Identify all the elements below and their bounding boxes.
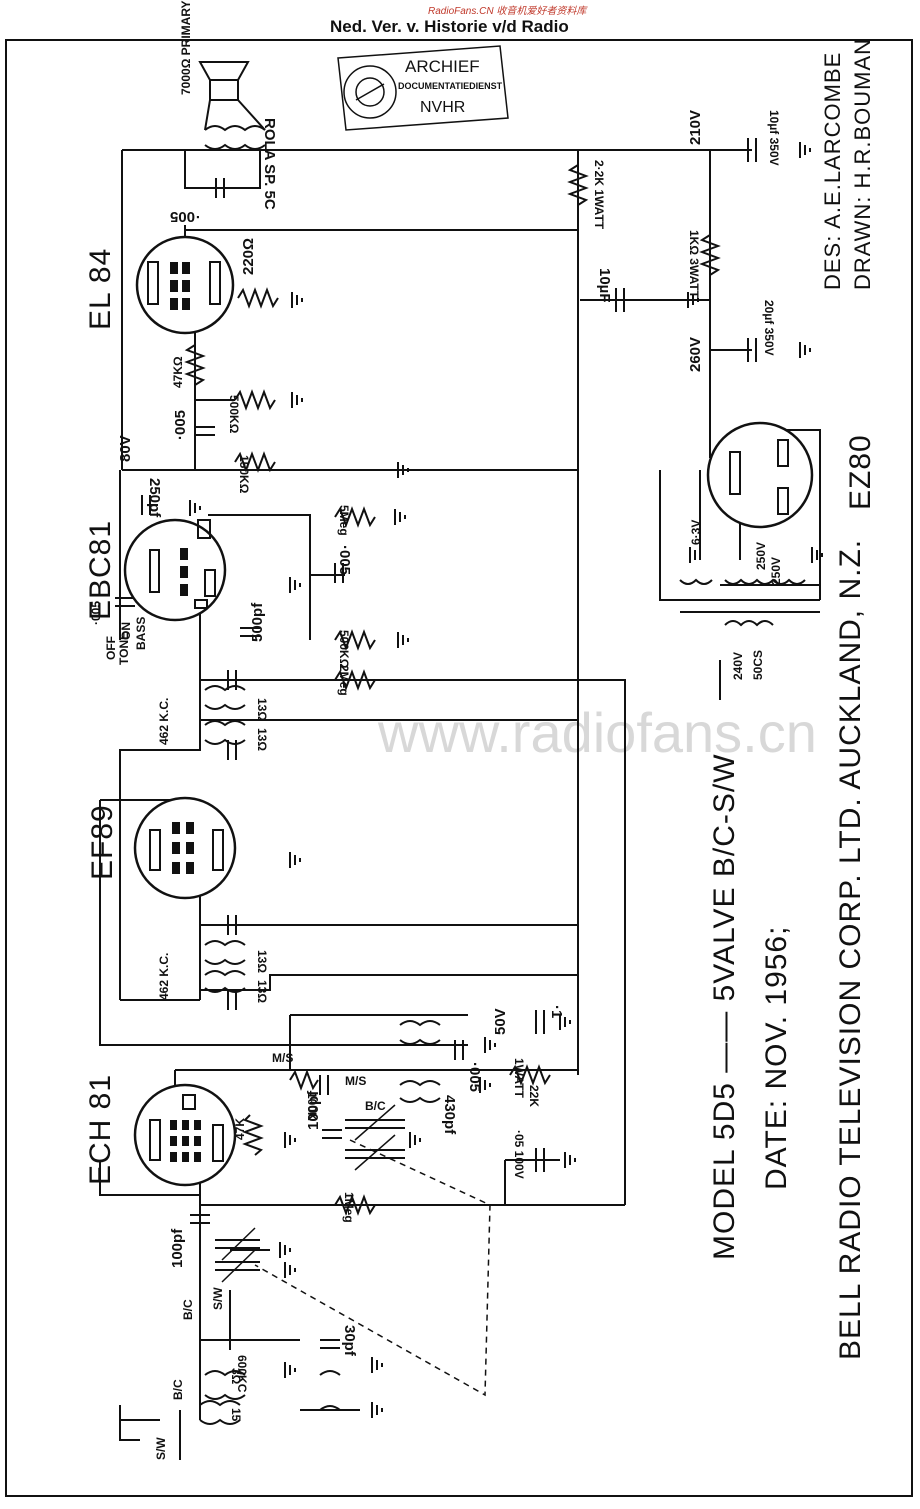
designer-credit: DES: A.E.LARCOMBE xyxy=(820,52,845,290)
v240-label: 240V xyxy=(731,652,745,680)
stamp-line2: DOCUMENTATIEDIENST xyxy=(398,81,503,91)
if2-label: 462 K.C. xyxy=(157,953,171,1000)
r1k-label: 1KΩ 3WATT xyxy=(687,230,701,299)
out-cap-label: ·005 xyxy=(170,208,200,225)
c10uf350-label: 10µf 350V xyxy=(767,110,781,166)
site-watermark: www.radiofans.cn xyxy=(377,701,817,764)
r22k-osc-label: 22K xyxy=(527,1085,541,1107)
sw-ant-label: S/W xyxy=(154,1437,168,1460)
v260-label: 260V xyxy=(687,337,704,372)
l13d-label: 13Ω xyxy=(255,980,269,1003)
r22k-label: 2·2K 1WATT xyxy=(592,160,606,230)
r2meg-label: 2Meg xyxy=(337,665,351,696)
l13c-label: 13Ω xyxy=(255,950,269,973)
ebc81-label: EBC81 xyxy=(84,520,117,620)
c005-osc-label: ·005 xyxy=(466,1062,483,1092)
ech81-label: ECH 81 xyxy=(84,1074,117,1185)
el84-label: EL 84 xyxy=(84,248,117,330)
r500k-vol-label: 500KΩ xyxy=(337,630,351,669)
v63-label: 6·3V xyxy=(689,520,703,545)
model-title: MODEL 5D5 —— 5VALVE B/C-S/W xyxy=(708,753,741,1260)
c100k-label: 100K xyxy=(305,1092,319,1121)
speaker-name: ROLA SP. 5C xyxy=(261,118,278,210)
bc-ant-label: B/C xyxy=(171,1379,185,1400)
c1-label: ·1 xyxy=(548,1005,565,1018)
c20uf350-label: 20µf 350V xyxy=(762,300,776,356)
c500pf-label: 500pf xyxy=(249,602,266,642)
c430pf-label: 430pf xyxy=(441,1095,458,1135)
variable-capacitors xyxy=(215,1104,405,1283)
archive-stamp: ARCHIEF DOCUMENTATIEDIENST NVHR xyxy=(337,45,509,131)
resistors xyxy=(184,164,721,1216)
valve-ech81 xyxy=(133,1083,237,1187)
stamp-line1: ARCHIEF xyxy=(405,57,480,76)
primary-label: 7000Ω PRIMARY xyxy=(179,0,193,95)
valve-el84 xyxy=(135,225,235,335)
c005-grid-label: ·005 xyxy=(172,410,189,440)
r47k2-label: 47K xyxy=(233,1118,247,1140)
archive-header: Ned. Ver. v. Historie v/d Radio xyxy=(330,17,569,36)
speaker xyxy=(198,61,266,131)
c250pf-label: 250pf xyxy=(146,478,163,518)
ez80-label: EZ80 xyxy=(844,434,877,510)
valve-ef89 xyxy=(133,796,237,900)
r500k-label: 500KΩ xyxy=(227,395,241,434)
valve-ez80 xyxy=(706,421,814,529)
tone-on: ON xyxy=(119,622,133,640)
c30pf-label: 30pf xyxy=(341,1325,358,1357)
v50-label: 50V xyxy=(492,1008,509,1035)
drawn-credit: DRAWN: H.R.BOUMAN xyxy=(850,38,875,290)
c005b-label: ·005 xyxy=(89,601,103,625)
c100pf-in-label: 100pf xyxy=(169,1228,186,1268)
r220-label: 220Ω xyxy=(240,238,257,275)
v250b-label: 250V xyxy=(769,557,783,585)
component-labels: ROLA SP. 5C 7000Ω PRIMARY ·005 2·2K 1WAT… xyxy=(89,0,783,1460)
stamp-line3: NVHR xyxy=(420,99,465,116)
tone-off: OFF xyxy=(104,636,118,660)
c005-tone-label: ·005 xyxy=(336,545,353,575)
ms1-label: M/S xyxy=(272,1051,293,1065)
bc-sw-label: B/C xyxy=(181,1299,195,1320)
ef89-label: EF89 xyxy=(86,804,119,880)
ground-symbols xyxy=(189,142,823,1418)
c600k-label: 600KC xyxy=(235,1355,249,1393)
v250a-label: 250V xyxy=(754,542,768,570)
v210-label: 210V xyxy=(687,110,704,145)
tone-label: TONE xyxy=(117,632,131,665)
source-watermark: RadioFans.CN 收音机爱好者资料库 xyxy=(428,5,588,17)
r47k-label: 47KΩ xyxy=(171,356,185,388)
n15-label: 15 xyxy=(229,1408,243,1422)
r5meg-label: 5Meg xyxy=(337,505,351,536)
date-title: DATE: NOV. 1956; xyxy=(760,926,793,1190)
c100pf-label: 100pf xyxy=(305,1090,322,1130)
sw-sw-label: S/W xyxy=(211,1287,225,1310)
border-frame xyxy=(5,39,913,1497)
l13a-label: 13Ω xyxy=(255,698,269,721)
if1-label: 462 K.C. xyxy=(157,698,171,745)
bass-label: BASS xyxy=(134,617,148,650)
company-title: BELL RADIO TELEVISION CORP. LTD. AUCKLAN… xyxy=(834,539,867,1360)
v80-label: 80V xyxy=(117,435,134,462)
r150k-label: 150KΩ xyxy=(237,455,251,494)
n3-label: 3Ω xyxy=(229,1368,243,1385)
ms2-label: M/S xyxy=(345,1074,366,1088)
l13b-label: 13Ω xyxy=(255,728,269,751)
coils xyxy=(199,125,820,1425)
bc-label: B/C xyxy=(365,1099,386,1113)
c05-label: ·05 100V xyxy=(512,1130,526,1179)
r1meg-label: 1Meg xyxy=(342,1192,356,1223)
c10uf-label: 10µF xyxy=(596,268,613,303)
hz50-label: 50CS xyxy=(751,650,765,680)
valve-ebc81 xyxy=(123,518,227,622)
iwatt-label: 1WATT xyxy=(512,1058,526,1098)
